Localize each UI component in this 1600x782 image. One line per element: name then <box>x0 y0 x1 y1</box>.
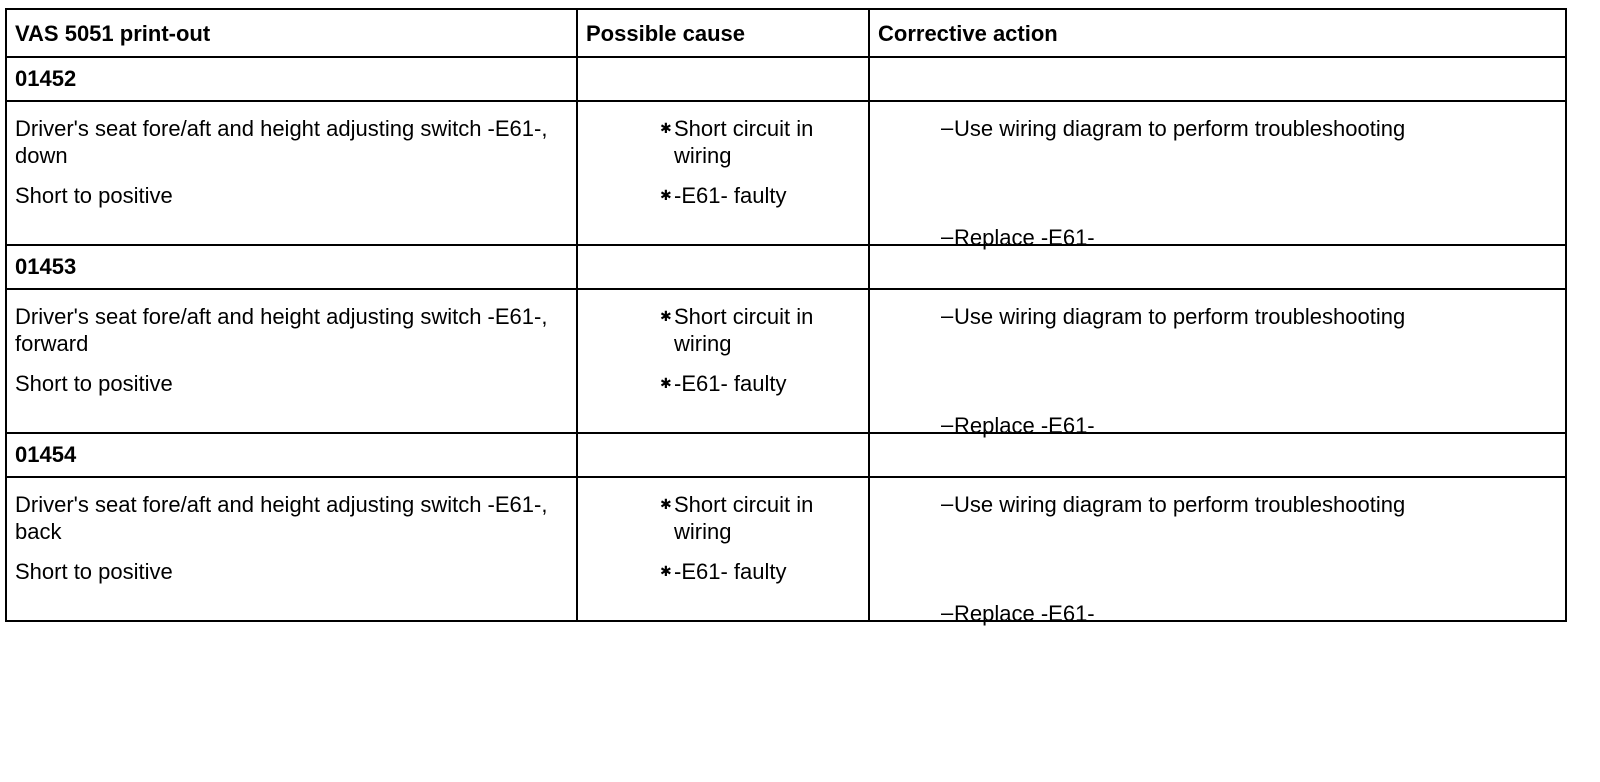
asterisk-bullet-icon: ✱ <box>660 496 672 512</box>
cause-text: Short circuit in wiring <box>674 304 814 356</box>
action-item: – Replace -E61- <box>941 224 1095 251</box>
action-text: Replace -E61- <box>954 601 1095 626</box>
action-item: – Use wiring diagram to perform troubles… <box>941 303 1406 330</box>
action-item: – Replace -E61- <box>941 600 1095 627</box>
cause-text: -E61- faulty <box>674 371 787 396</box>
empty-cell <box>576 432 870 478</box>
print-out-cell: Driver's seat fore/aft and height adjust… <box>5 476 578 622</box>
cause-item: ✱ -E61- faulty <box>660 370 787 397</box>
asterisk-bullet-icon: ✱ <box>660 120 672 136</box>
corrective-action-cell: – Use wiring diagram to perform troubles… <box>868 288 1567 438</box>
fault-description: Driver's seat fore/aft and height adjust… <box>15 116 548 168</box>
fault-detail-row: Driver's seat fore/aft and height adjust… <box>5 288 1567 438</box>
header-print-out: VAS 5051 print-out <box>5 8 578 58</box>
fault-table: VAS 5051 print-out Possible cause Correc… <box>5 8 1567 626</box>
corrective-action-cell: – Use wiring diagram to perform troubles… <box>868 476 1567 626</box>
fault-detail-row: Driver's seat fore/aft and height adjust… <box>5 476 1567 626</box>
cause-text: -E61- faulty <box>674 559 787 584</box>
fault-condition: Short to positive <box>15 371 173 396</box>
fault-detail-row: Driver's seat fore/aft and height adjust… <box>5 100 1567 250</box>
empty-cell <box>868 432 1567 478</box>
action-text: Replace -E61- <box>954 225 1095 250</box>
cause-text: -E61- faulty <box>674 183 787 208</box>
asterisk-bullet-icon: ✱ <box>660 308 672 324</box>
dash-bullet-icon: – <box>941 412 954 437</box>
dash-bullet-icon: – <box>941 224 954 249</box>
dash-bullet-icon: – <box>941 491 954 516</box>
fault-code: 01454 <box>5 432 578 478</box>
asterisk-bullet-icon: ✱ <box>660 563 672 579</box>
possible-cause-cell: ✱ Short circuit in wiring ✱ -E61- faulty <box>576 288 870 434</box>
possible-cause-cell: ✱ Short circuit in wiring ✱ -E61- faulty <box>576 100 870 246</box>
header-corrective-action: Corrective action <box>868 8 1567 58</box>
action-text: Use wiring diagram to perform troublesho… <box>954 116 1406 141</box>
fault-description: Driver's seat fore/aft and height adjust… <box>15 492 548 544</box>
header-row: VAS 5051 print-out Possible cause Correc… <box>5 8 1567 58</box>
cause-text: Short circuit in wiring <box>674 492 814 544</box>
fault-code: 01452 <box>5 56 578 102</box>
empty-cell <box>868 56 1567 102</box>
action-item: – Replace -E61- <box>941 412 1095 439</box>
cause-item: ✱ Short circuit in wiring <box>660 115 864 169</box>
cause-item: ✱ -E61- faulty <box>660 558 787 585</box>
header-possible-cause: Possible cause <box>576 8 870 58</box>
action-item: – Use wiring diagram to perform troubles… <box>941 491 1406 518</box>
fault-condition: Short to positive <box>15 559 173 584</box>
fault-condition: Short to positive <box>15 183 173 208</box>
fault-code-row: 01452 <box>5 56 1567 102</box>
action-item: – Use wiring diagram to perform troubles… <box>941 115 1406 142</box>
action-text: Use wiring diagram to perform troublesho… <box>954 492 1406 517</box>
dash-bullet-icon: – <box>941 115 954 140</box>
fault-description: Driver's seat fore/aft and height adjust… <box>15 304 548 356</box>
possible-cause-cell: ✱ Short circuit in wiring ✱ -E61- faulty <box>576 476 870 622</box>
action-text: Replace -E61- <box>954 413 1095 438</box>
print-out-cell: Driver's seat fore/aft and height adjust… <box>5 100 578 246</box>
dash-bullet-icon: – <box>941 303 954 328</box>
empty-cell <box>576 244 870 290</box>
empty-cell <box>868 244 1567 290</box>
cause-item: ✱ Short circuit in wiring <box>660 303 864 357</box>
cause-item: ✱ Short circuit in wiring <box>660 491 864 545</box>
empty-cell <box>576 56 870 102</box>
dash-bullet-icon: – <box>941 600 954 625</box>
fault-code-row: 01453 <box>5 244 1567 290</box>
print-out-cell: Driver's seat fore/aft and height adjust… <box>5 288 578 434</box>
asterisk-bullet-icon: ✱ <box>660 375 672 391</box>
fault-code: 01453 <box>5 244 578 290</box>
cause-text: Short circuit in wiring <box>674 116 814 168</box>
asterisk-bullet-icon: ✱ <box>660 187 672 203</box>
cause-item: ✱ -E61- faulty <box>660 182 787 209</box>
fault-code-row: 01454 <box>5 432 1567 478</box>
corrective-action-cell: – Use wiring diagram to perform troubles… <box>868 100 1567 250</box>
action-text: Use wiring diagram to perform troublesho… <box>954 304 1406 329</box>
